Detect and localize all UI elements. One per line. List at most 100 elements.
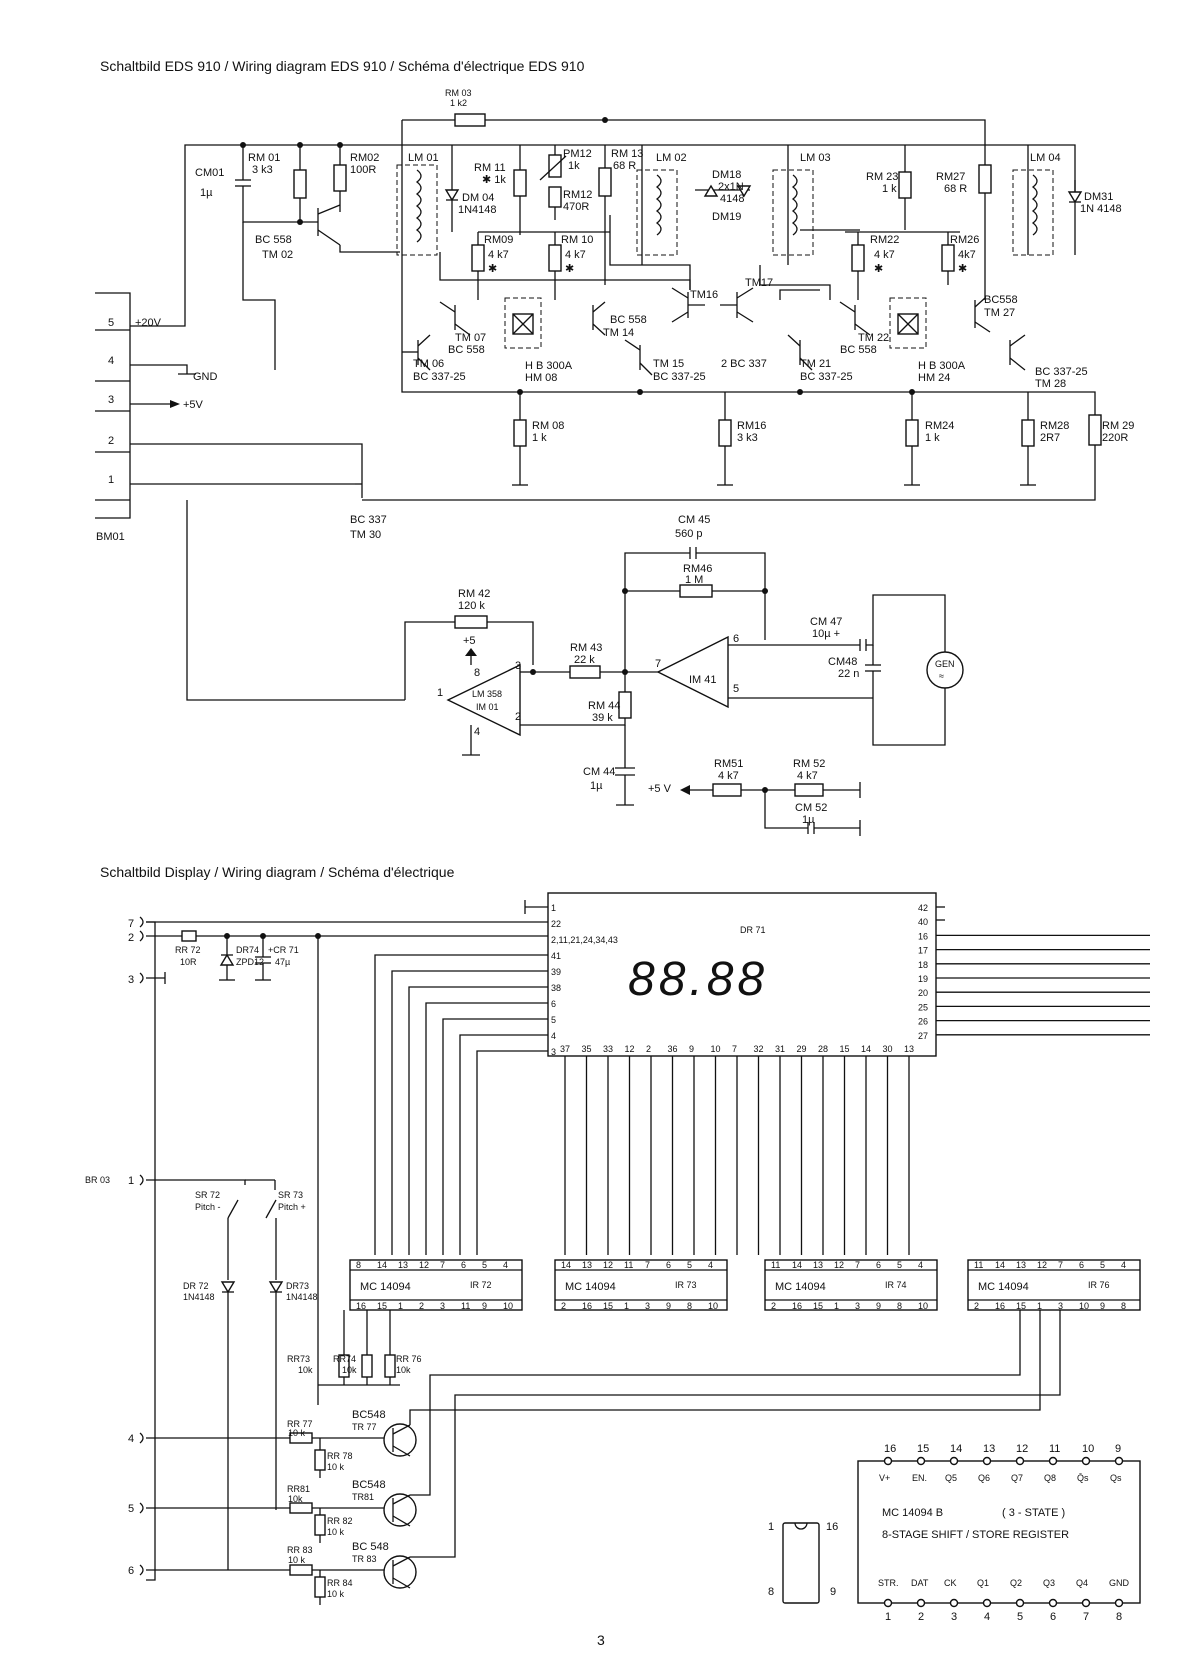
display-pin-right: 26 — [918, 1017, 928, 1027]
svg-text:DM19: DM19 — [712, 211, 741, 223]
svg-text:DM 04: DM 04 — [462, 192, 494, 204]
pinout-label-bottom: CK — [944, 1578, 957, 1588]
ic-pin-bottom: 1 — [398, 1301, 403, 1311]
svg-text:1N 4148: 1N 4148 — [1080, 203, 1122, 215]
pinout-label-top: Q5 — [945, 1473, 957, 1483]
svg-text:RM09: RM09 — [484, 234, 513, 246]
display-pin-bottom: 14 — [861, 1044, 871, 1054]
hm24-relay: H B 300A HM 24 — [889, 297, 966, 384]
svg-text:3: 3 — [515, 660, 521, 672]
lm04: LM 04 — [1012, 152, 1061, 256]
svg-text:10µ +: 10µ + — [812, 628, 840, 640]
svg-text:TM 30: TM 30 — [350, 529, 381, 541]
svg-text:+CR 71: +CR 71 — [268, 945, 299, 955]
tr83-stage: RR 83 10 k RR 84 10 k BC 548 TR 83 — [146, 1541, 417, 1605]
pinout-label-bottom: Q4 — [1076, 1578, 1088, 1588]
svg-text:+5 V: +5 V — [648, 783, 672, 795]
ic-pin-top: 6 — [1079, 1260, 1084, 1270]
lm358-opamp: LM 358 IM 01 8 3 1 2 4 — [437, 660, 521, 738]
svg-text:RR 77: RR 77 — [287, 1419, 313, 1429]
svg-text:TM16: TM16 — [690, 289, 718, 301]
connector-name: BM01 — [96, 531, 125, 543]
dr74-zener: DR74 ZPD12 — [219, 936, 264, 981]
svg-text:1N4148: 1N4148 — [183, 1292, 215, 1302]
pin-4: 4 — [108, 355, 114, 367]
pinout-num-bottom: 3 — [951, 1611, 957, 1623]
tm07-transistor: TM 07 BC 558 — [439, 301, 486, 356]
pinout-label-top: Q8 — [1044, 1473, 1056, 1483]
svg-text:TR 77: TR 77 — [352, 1422, 377, 1432]
ic-pin-bottom: 10 — [708, 1301, 718, 1311]
svg-text:TM 07: TM 07 — [455, 332, 486, 344]
svg-text:RM46: RM46 — [683, 563, 712, 575]
svg-text:Pitch +: Pitch + — [278, 1202, 306, 1212]
pin-3: 3 — [108, 394, 114, 406]
svg-text:4 k7: 4 k7 — [488, 249, 509, 261]
svg-text:1N4148: 1N4148 — [286, 1292, 318, 1302]
ic-pin-top: 14 — [561, 1260, 571, 1270]
pinout-num-top: 11 — [1049, 1443, 1060, 1455]
svg-text:7: 7 — [655, 658, 661, 670]
rm44: RM 44 39 k — [588, 672, 632, 724]
svg-text:BC 337-25: BC 337-25 — [800, 371, 853, 383]
svg-text:LM 03: LM 03 — [800, 152, 831, 164]
pinout-num-bottom: 4 — [984, 1611, 990, 1623]
ic-pin-bottom: 11 — [461, 1301, 470, 1311]
ic-pin-top: 12 — [603, 1260, 613, 1270]
display-pin-bottom: 15 — [840, 1044, 850, 1054]
cm45-rm46: CM 45 560 p RM46 1 M — [624, 514, 766, 672]
ic-pin-top: 5 — [1100, 1260, 1105, 1270]
display-pin-bottom: 36 — [668, 1044, 678, 1054]
svg-text:CM 52: CM 52 — [795, 802, 827, 814]
gen-source: GEN ≈ — [926, 651, 964, 689]
display-pin-right: 25 — [918, 1002, 928, 1012]
svg-text:CM 45: CM 45 — [678, 514, 710, 526]
svg-text:10 k: 10 k — [288, 1555, 306, 1565]
cr71: +CR 71 47µ — [255, 936, 299, 981]
svg-text:RM24: RM24 — [925, 420, 954, 432]
pin-1: 1 — [108, 474, 114, 486]
svg-text:RM 43: RM 43 — [570, 642, 602, 654]
display-dr71: DR 71 88.88 1222,11,21,24,34,43413938654… — [374, 892, 1150, 1255]
svg-text:TM 02: TM 02 — [262, 249, 293, 261]
ic-pin-top: 7 — [645, 1260, 650, 1270]
im41-opamp: IM 41 7 6 5 — [655, 633, 739, 709]
svg-text:✱: ✱ — [565, 263, 574, 275]
svg-text:LM 01: LM 01 — [408, 152, 439, 164]
ic-ir74 — [764, 1259, 938, 1311]
svg-text:1µ: 1µ — [200, 187, 213, 199]
svg-text:BC 337-25: BC 337-25 — [413, 371, 466, 383]
svg-text:10 k: 10 k — [327, 1589, 345, 1599]
svg-text:39 k: 39 k — [592, 712, 613, 724]
svg-text:RM26: RM26 — [950, 234, 979, 246]
display-pin-bottom: 31 — [775, 1044, 785, 1054]
svg-text:100R: 100R — [350, 164, 376, 176]
bottom-title: Schaltbild Display / Wiring diagram / Sc… — [100, 864, 455, 880]
svg-text:H B 300A: H B 300A — [918, 360, 966, 372]
dm18-dm19: DM18 2x1N 4148 DM19 — [695, 169, 752, 223]
chip-outline: 1 16 8 9 — [768, 1521, 838, 1604]
display-pin-bottom: 33 — [603, 1044, 613, 1054]
svg-text:10 k: 10 k — [327, 1527, 345, 1537]
svg-text:BC 337-25: BC 337-25 — [653, 371, 706, 383]
svg-text:10k: 10k — [342, 1365, 357, 1375]
svg-text:TM 06: TM 06 — [413, 358, 444, 370]
gnd-wire — [130, 364, 188, 374]
pinout-num-top: 12 — [1016, 1443, 1028, 1455]
tm22-transistor: TM 22 BC 558 — [839, 301, 889, 356]
rr73-rr74-rr76: RR73 10k RR74 10k RR 76 10k — [287, 1310, 422, 1386]
display-pin-right: 17 — [918, 946, 928, 956]
pinout-label-top: Q7 — [1011, 1473, 1023, 1483]
svg-text:RM 08: RM 08 — [532, 420, 564, 432]
svg-text:47µ: 47µ — [275, 957, 290, 967]
display-pin-left: 6 — [551, 999, 556, 1009]
svg-text:TM 28: TM 28 — [1035, 378, 1066, 390]
ic-pin-top: 7 — [855, 1260, 860, 1270]
svg-text:TM 21: TM 21 — [800, 358, 831, 370]
tr81-stage: RR81 10k RR 82 10 k BC548 TR81 — [146, 1479, 417, 1543]
ic-pin-top: 12 — [419, 1260, 429, 1270]
ic-pin-bottom: 15 — [377, 1301, 387, 1311]
svg-text:CM48: CM48 — [828, 656, 857, 668]
display-pin-left: 5 — [551, 1015, 556, 1025]
dr72-diode: DR 72 1N4148 — [183, 1281, 236, 1570]
